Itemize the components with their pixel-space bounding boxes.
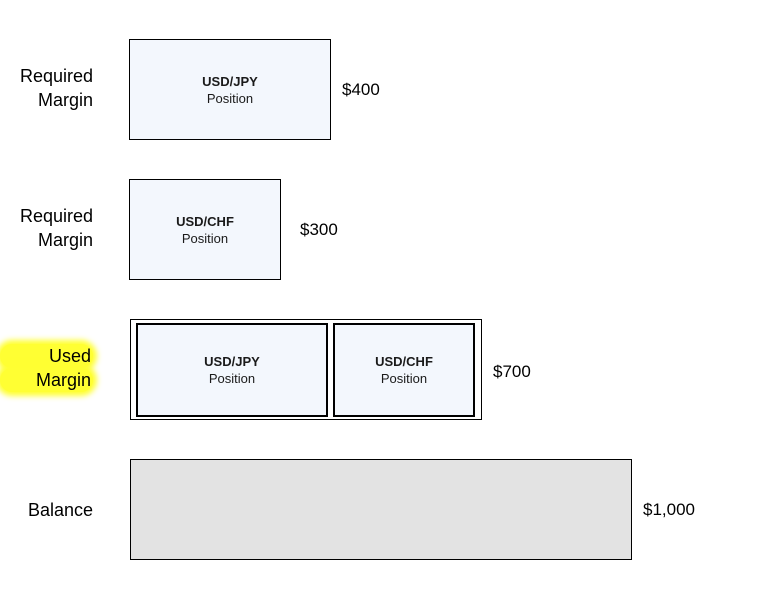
label-line-1: Used: [0, 344, 93, 368]
used-margin-label: Used Margin: [0, 344, 93, 392]
label-line-1: Required: [19, 66, 93, 86]
usd-chf-required-margin-amount: $300: [300, 220, 338, 239]
usd-jpy-position-text: Position: [206, 90, 254, 106]
usd-chf-pair: USD/CHF: [176, 213, 234, 229]
used-margin-highlight: Margin: [0, 368, 93, 392]
label-line-2: Margin: [37, 230, 93, 250]
used-margin-usd-chf-box: USD/CHF Position: [333, 323, 475, 417]
usd-jpy-required-margin-amount: $400: [342, 80, 380, 99]
usd-chf-position-text: Position: [181, 230, 229, 246]
used-usd-chf-position-text: Position: [380, 371, 428, 386]
label-line-2: Margin: [0, 368, 93, 392]
balance-label: Balance: [0, 498, 93, 522]
used-margin-amount: $700: [493, 362, 531, 381]
used-margin-usd-jpy-box: USD/JPY Position: [136, 323, 328, 417]
used-usd-jpy-position-text: Position: [208, 371, 256, 386]
used-usd-jpy-pair: USD/JPY: [204, 354, 260, 369]
balance-amount: $1,000: [643, 500, 695, 519]
required-margin-label-chf: Required Margin: [0, 204, 93, 252]
balance-box: [130, 459, 632, 560]
usd-chf-position-box: USD/CHF Position: [129, 179, 281, 280]
usd-jpy-position-box: USD/JPY Position: [129, 39, 331, 140]
label-line-1: Required: [19, 206, 93, 226]
used-margin-highlight: Used: [0, 344, 93, 368]
label-line-1: Balance: [27, 500, 93, 520]
required-margin-label-jpy: Required Margin: [0, 64, 93, 112]
label-line-2: Margin: [37, 90, 93, 110]
used-usd-chf-pair: USD/CHF: [375, 354, 433, 369]
usd-jpy-pair: USD/JPY: [202, 73, 258, 89]
